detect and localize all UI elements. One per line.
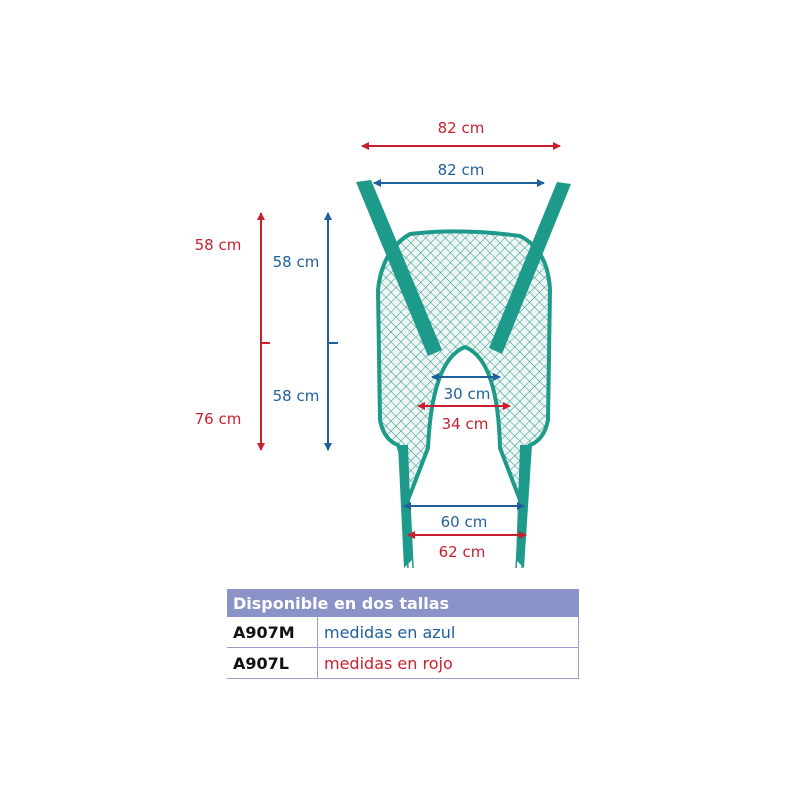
leg-red-dimension-label: 62 cm: [439, 543, 486, 561]
inner-red-dimension-label: 34 cm: [442, 415, 489, 433]
top-blue-dimension-label: 82 cm: [438, 161, 485, 179]
left-strap: [356, 180, 442, 356]
size-code: A907L: [227, 647, 318, 679]
inner-blue-dimension-label: 30 cm: [444, 385, 491, 403]
table-row: A907M medidas en azul: [227, 617, 579, 648]
left-upper-red-label: 58 cm: [195, 236, 242, 254]
leg-blue-dimension-label: 60 cm: [441, 513, 488, 531]
right-strap: [489, 182, 571, 354]
size-code: A907M: [227, 617, 318, 648]
top-red-dimension-label: 82 cm: [438, 119, 485, 137]
left-lower-blue-label: 58 cm: [273, 387, 320, 405]
size-table: Disponible en dos tallas A907M medidas e…: [227, 589, 579, 679]
left-upper-blue-label: 58 cm: [273, 253, 320, 271]
size-description: medidas en rojo: [317, 647, 579, 679]
sling-body: [356, 180, 571, 569]
size-table-header-row: Disponible en dos tallas: [227, 589, 579, 617]
table-row: A907L medidas en rojo: [227, 647, 579, 679]
left-lower-red-label: 76 cm: [195, 410, 242, 428]
size-description: medidas en azul: [317, 617, 579, 648]
size-table-header: Disponible en dos tallas: [227, 589, 579, 617]
